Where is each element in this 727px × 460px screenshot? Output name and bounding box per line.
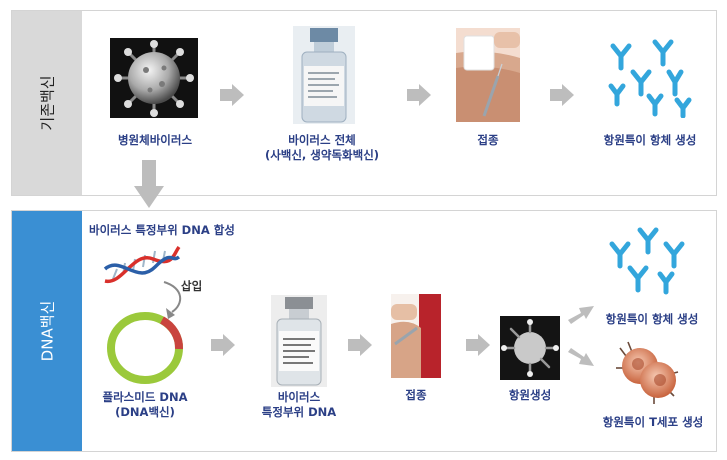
vaccine-vial-icon: [293, 26, 355, 124]
t-cell-label: 항원특이 T세포 생성: [602, 415, 704, 429]
arrow-down-right-icon: [568, 348, 594, 366]
dna-side-label: DNA백신: [38, 300, 57, 362]
conventional-side-bar: 기존백신: [12, 11, 82, 195]
dna-antibody-label: 항원특이 항체 생성: [605, 312, 699, 326]
arrow-down-icon: [134, 160, 164, 208]
plasmid-sub: (DNA백신): [115, 405, 175, 419]
arrow-right-icon: [407, 84, 431, 106]
arrow-right-icon: [348, 334, 372, 356]
dna-vial-title: 바이러스: [277, 390, 321, 404]
conventional-side-label: 기존백신: [38, 75, 57, 131]
dna-side-bar: DNA백신: [12, 211, 82, 451]
conventional-step-whole-virus-sub: (사백신, 생약독화백신): [264, 148, 380, 162]
antigen-icon: [500, 316, 560, 380]
virus-icon: [110, 38, 198, 118]
t-cell-icon: [616, 341, 679, 404]
insert-label: 삽입: [181, 279, 203, 293]
dna-injection-icon: [391, 294, 441, 378]
dna-vaccine-vial-icon: [271, 295, 327, 387]
dna-antibody-icon: [609, 227, 685, 295]
dna-vial-sub: 특정부위 DNA: [261, 405, 337, 419]
arrow-up-right-icon: [568, 306, 594, 324]
injection-icon: [456, 28, 520, 122]
arrow-right-icon: [466, 334, 490, 356]
conventional-step-whole-virus-label: 바이러스 전체 (사백신, 생약독화백신): [237, 133, 407, 163]
plasmid-title: 플라스미드 DNA: [102, 390, 188, 404]
insert-curved-arrow-icon: [163, 281, 182, 319]
dna-inject-label: 접종: [405, 388, 427, 402]
conventional-step-virus-label: 병원체바이러스: [117, 133, 193, 147]
antigen-label: 항원생성: [508, 388, 552, 402]
dna-helix-icon: [103, 245, 181, 283]
dna-synthesis-header: 바이러스 특정부위 DNA 합성: [89, 223, 235, 237]
arrow-right-icon: [220, 84, 244, 106]
conventional-step-antibody-label: 항원특이 항체 생성: [603, 133, 697, 147]
plasmid-label: 플라스미드 DNA (DNA백신): [82, 390, 208, 420]
antibody-icon: [608, 39, 692, 118]
plasmid-ring-icon: [107, 312, 183, 384]
dna-vial-label: 바이러스 특정부위 DNA: [239, 390, 359, 420]
conventional-step-inject-label: 접종: [477, 133, 499, 147]
dna-vaccine-panel: DNA백신: [11, 210, 717, 452]
arrow-right-icon: [211, 334, 235, 356]
conventional-step-whole-virus-title: 바이러스 전체: [288, 133, 356, 147]
arrow-right-icon: [550, 84, 574, 106]
